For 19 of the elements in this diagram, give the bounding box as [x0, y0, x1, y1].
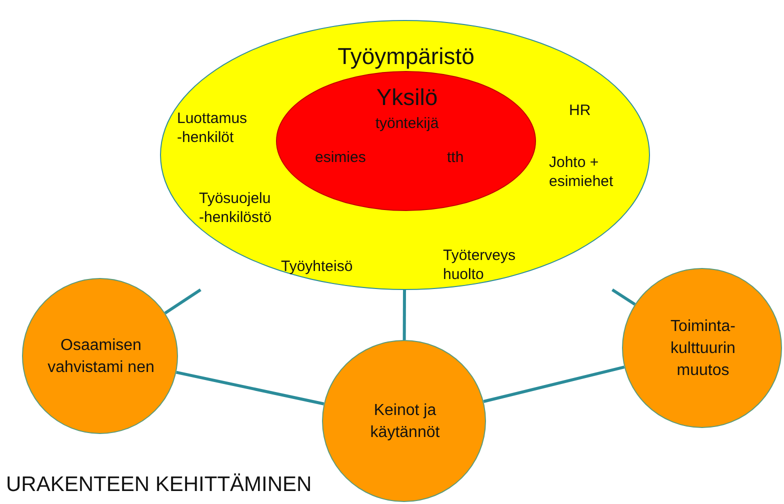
- caption-text: esimies: [315, 148, 367, 167]
- caption-text: Työyhteisö: [281, 257, 353, 276]
- caption-text: HR: [569, 101, 591, 120]
- caption-text: Työsuojelu -henkilöstö: [199, 189, 273, 227]
- connector-line: [176, 370, 324, 406]
- node-label: Toiminta-kulttuurin muutos: [670, 317, 736, 381]
- footer-heading: URAKENTEEN KEHITTÄMINEN: [6, 472, 312, 498]
- caption-text: työntekijä: [374, 114, 440, 133]
- node-label: Keinot ja käytännöt: [369, 401, 441, 443]
- connector-line: [402, 290, 406, 340]
- node-label: Osaamisen vahvistami nen: [46, 336, 156, 378]
- caption-text: tth: [447, 148, 464, 167]
- caption-text: Johto + esimiehet: [549, 153, 614, 191]
- caption-text: Työterveys huolto: [443, 246, 517, 284]
- heading: Yksilö: [375, 84, 439, 110]
- heading: Työympäristö: [336, 43, 476, 69]
- caption-text: Luottamus -henkilöt: [177, 109, 248, 147]
- connector-line: [164, 288, 202, 314]
- connector-line: [612, 288, 636, 306]
